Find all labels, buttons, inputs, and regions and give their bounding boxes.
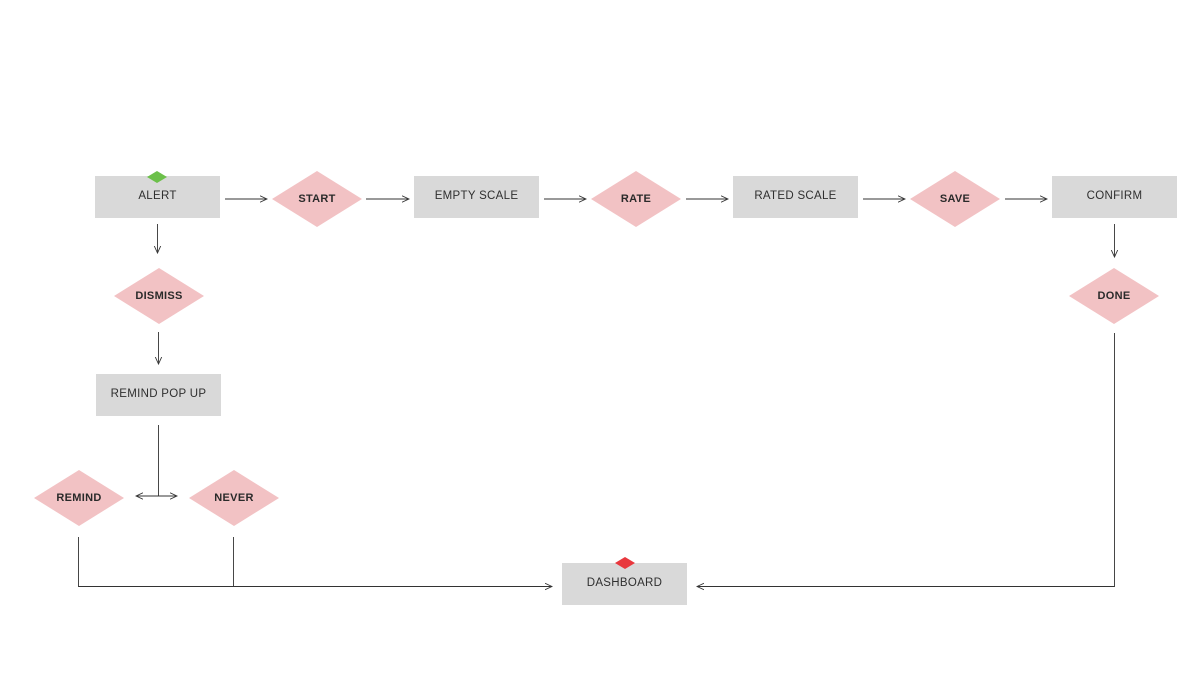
node-dashboard-label: DASHBOARD [586,577,663,589]
node-rated-scale: RATED SCALE [733,176,858,218]
decision-dismiss-label: DISMISS [135,290,183,302]
decision-start-label: START [298,193,336,205]
node-confirm: CONFIRM [1052,176,1177,218]
decision-remind-label: REMIND [56,492,102,504]
node-alert: ALERT [95,176,220,218]
decision-never-label: NEVER [214,492,254,504]
node-confirm-label: CONFIRM [1086,190,1143,202]
edge-remind-dashboard [78,537,553,587]
decision-done-label: DONE [1097,290,1131,302]
start-marker-icon [147,171,167,183]
decision-save-label: SAVE [939,193,971,205]
decision-rate-label: RATE [620,193,652,205]
node-alert-label: ALERT [138,190,177,202]
node-empty-scale: EMPTY SCALE [414,176,539,218]
node-remind-popup: REMIND POP UP [96,374,221,416]
node-remind-popup-label: REMIND POP UP [110,388,207,400]
edge-done-dashboard [697,333,1115,587]
end-marker-icon [615,557,635,569]
node-dashboard: DASHBOARD [562,563,687,605]
node-empty-scale-label: EMPTY SCALE [434,190,519,202]
node-rated-scale-label: RATED SCALE [754,190,837,202]
